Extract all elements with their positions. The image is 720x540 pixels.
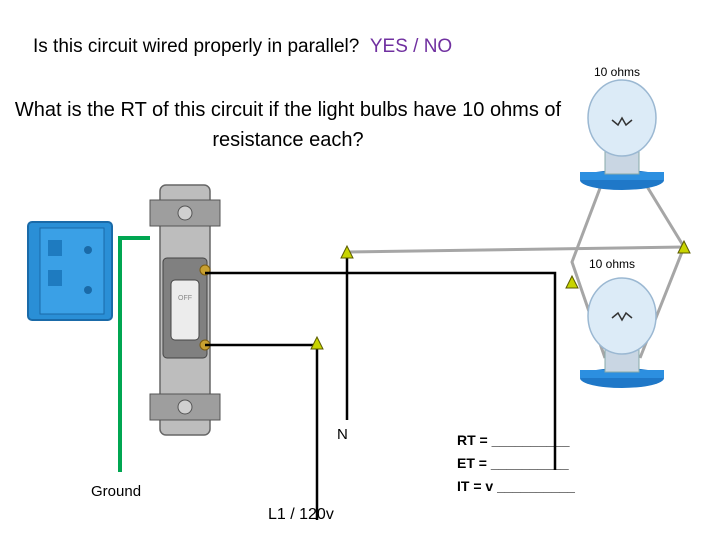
line-voltage-label: L1 / 120v	[268, 506, 334, 523]
neutral-label: N	[337, 426, 348, 443]
wire-switch-top-to-junction	[205, 271, 557, 470]
terminal-left	[565, 274, 579, 289]
wire-line-l1	[205, 343, 319, 520]
question-parallel-text: Is this circuit wired properly in parall…	[33, 36, 360, 57]
switch-toggle	[170, 279, 200, 341]
question-parallel: Is this circuit wired properly in parall…	[33, 36, 452, 58]
question-parallel-options: YES / NO	[369, 36, 453, 57]
equation-rt: RT = __________	[457, 432, 570, 448]
light-switch: OFF	[149, 184, 221, 436]
equation-et: ET = __________	[457, 455, 569, 471]
wire-neutral-to-right	[346, 245, 685, 254]
terminal-neutral	[340, 244, 354, 259]
equation-it: IT = v __________	[457, 478, 575, 494]
question-resistance: What is the RT of this circuit if the li…	[14, 99, 562, 151]
electrical-box	[27, 221, 113, 321]
terminal-right	[677, 239, 691, 254]
terminal-line	[310, 335, 324, 350]
bulb-bottom-resistance-label: 10 ohms	[589, 257, 636, 271]
ground-label: Ground	[91, 483, 142, 500]
light-bulb-top	[580, 79, 664, 190]
bulb-top-resistance-label: 10 ohms	[594, 65, 641, 79]
ground-wire	[118, 236, 150, 472]
switch-off-label: OFF	[178, 295, 192, 302]
light-bulb-bottom	[580, 277, 664, 388]
